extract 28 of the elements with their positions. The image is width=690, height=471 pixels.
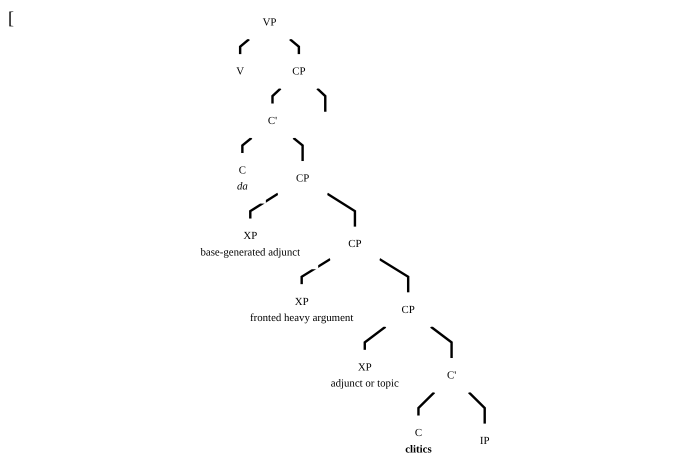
node-text: CP: [402, 303, 415, 316]
connector: [238, 38, 250, 54]
connector: [300, 258, 331, 284]
connector: [241, 137, 252, 153]
node-text: C': [268, 114, 278, 126]
connector: [468, 392, 486, 424]
connector: [326, 192, 356, 227]
connector: [249, 192, 279, 219]
node-text: IP: [480, 434, 490, 447]
connector: [430, 326, 453, 358]
node-text: XP base-generated adjunct: [200, 229, 300, 258]
connector: [271, 88, 282, 104]
connector: [292, 137, 304, 162]
node-text: VP: [262, 16, 276, 28]
connector: [289, 38, 300, 54]
node-text: CP: [348, 238, 362, 250]
connector: [364, 326, 386, 350]
connector: [379, 258, 410, 292]
node-text: CP: [296, 172, 310, 184]
connector: [417, 392, 436, 416]
node-text: CP: [292, 65, 306, 78]
node-text: XP adjunct or topic: [330, 360, 399, 390]
node-text: C': [446, 368, 456, 381]
bracket-mark: [: [8, 8, 14, 28]
node-text: V: [236, 65, 244, 78]
node-text: C clitics: [405, 426, 432, 455]
connector: [316, 88, 326, 112]
node-text: XP fronted heavy argument: [250, 295, 354, 324]
